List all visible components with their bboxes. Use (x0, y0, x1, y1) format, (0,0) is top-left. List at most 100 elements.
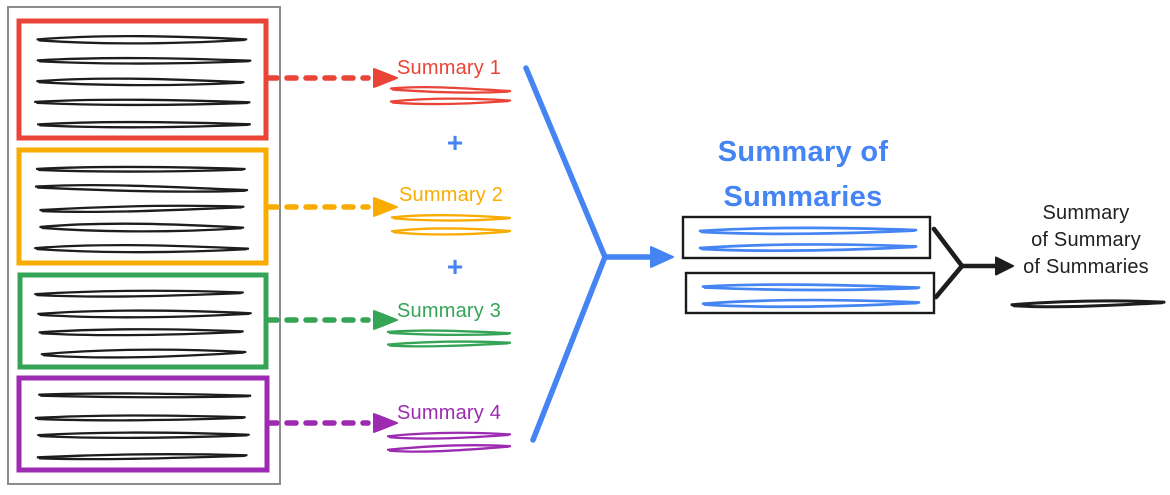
document-2 (16, 147, 269, 266)
document-4-text-scribble (39, 434, 248, 439)
summary-3-arrowhead (373, 310, 398, 330)
summary-4-label: Summary 4 (397, 402, 502, 424)
summary-of-summaries-box-1-outline (681, 215, 932, 260)
summary-2-group (265, 197, 512, 236)
summary-of-summaries-title-line2: Summaries (723, 181, 883, 213)
bracket-top-line (931, 226, 965, 269)
summary-4-scribble (388, 445, 510, 453)
document-2-text-scribble (36, 186, 247, 193)
summary-1-label: Summary 1 (397, 57, 502, 79)
document-4-text-scribble (40, 394, 250, 399)
document-1-text-scribble (35, 101, 249, 106)
document-2-text-scribble (41, 226, 243, 233)
source-documents-outline (7, 6, 281, 485)
document-4-text-scribble (38, 392, 252, 397)
summary-of-summaries-title: Summary of Summaries (653, 130, 953, 220)
summary-4-scribble (386, 444, 512, 451)
document-1-text-scribble (36, 77, 245, 84)
summary-4-scribble (386, 431, 512, 438)
summary-2-scribble (390, 227, 512, 233)
convergence-bottom-line (530, 254, 608, 443)
plus-sign-1: + (446, 127, 464, 158)
final-summary-title-line3: of Summaries (1023, 256, 1149, 278)
convergence-arrowhead (650, 246, 674, 268)
summary-1-scribble (391, 99, 510, 106)
document-4-text-scribble (36, 416, 244, 422)
document-3-text-scribble (40, 348, 247, 356)
final-summary-title: Summary of Summary of Summaries (1000, 200, 1170, 281)
document-1-text-scribble (38, 38, 246, 45)
document-2-text-scribble (34, 183, 249, 192)
summary-of-summaries-title-line1: Summary of (717, 136, 889, 168)
document-3 (17, 272, 269, 370)
plus-sign-2: + (446, 251, 464, 282)
summary-of-summaries-box-2 (684, 271, 936, 315)
summary-2-label: Summary 2 (399, 184, 504, 206)
final-summary-title-line1: Summary (1042, 202, 1130, 224)
document-3-text-scribble (34, 289, 244, 296)
final-summary-title-line2: of Summary (1031, 229, 1141, 251)
summary-of-summaries-box-1 (681, 215, 932, 260)
summary-of-summaries-scribble (701, 298, 921, 306)
summary-1-arrowhead (373, 68, 398, 88)
summary-3-scribble (386, 329, 512, 335)
document-1 (16, 18, 269, 141)
document-2-text-scribble (39, 204, 245, 212)
summary-4-group (265, 413, 512, 453)
summary-of-summaries-box-2-outline (684, 271, 936, 315)
document-1-text-scribble (38, 60, 250, 65)
summary-3-scribble (388, 331, 510, 336)
document-2-text-scribble (39, 222, 245, 229)
summary-of-summaries-scribble (701, 283, 921, 289)
summary-of-summaries-scribble (700, 245, 916, 253)
summary-2-scribble (390, 214, 512, 219)
summary-1-scribble (391, 88, 510, 94)
document-4-text-scribble (37, 431, 250, 437)
summary-3-label: Summary 3 (397, 300, 502, 322)
final-summary-scribble-line (1010, 299, 1166, 307)
document-3-text-scribble (37, 309, 252, 316)
summary-of-summaries-scribble (698, 243, 918, 250)
summary-of-summaries-scribble (700, 229, 916, 236)
summary-2-arrowhead (373, 197, 398, 217)
summary-1-group (265, 68, 512, 106)
document-1-text-scribble (36, 120, 252, 126)
document-4 (16, 375, 270, 473)
summary-3-scribble (388, 342, 510, 348)
bracket-arrowhead (995, 256, 1014, 276)
document-2-text-scribble (34, 243, 250, 250)
summary-4-arrowhead (373, 413, 398, 433)
document-3-text-scribble (40, 330, 242, 337)
summary-1-scribble (389, 85, 512, 93)
convergence-arrow (523, 65, 674, 443)
document-4-text-scribble (36, 453, 248, 459)
convergence-top-line (523, 65, 608, 260)
summary-2-scribble (392, 230, 510, 236)
document-3-text-scribble (39, 312, 250, 319)
summary-3-scribble (386, 340, 512, 346)
summary-of-summaries-scribble (698, 226, 918, 233)
document-1-text-scribble (38, 123, 250, 129)
final-summary-scribble-line (1012, 301, 1164, 309)
final-summary-scribble (1010, 299, 1166, 309)
summary-2-scribble (392, 217, 510, 222)
merge-bracket-arrow (931, 226, 1014, 300)
document-3-text-scribble (36, 291, 242, 298)
document-4-text-scribble (34, 414, 246, 420)
document-1-text-scribble (38, 81, 243, 87)
source-documents-panel (7, 6, 281, 485)
document-1-text-scribble (36, 34, 248, 41)
document-2-text-scribble (41, 206, 243, 214)
document-4-text-scribble (38, 454, 246, 461)
document-3-text-scribble (42, 351, 245, 359)
summary-of-summaries-scribble (703, 286, 919, 292)
summary-3-group (265, 310, 512, 348)
document-2-text-scribble (35, 165, 246, 171)
document-3-text-scribble (38, 328, 244, 334)
summary-1-scribble (389, 97, 512, 103)
document-1-text-scribble (36, 56, 252, 62)
document-2-text-scribble (36, 247, 248, 254)
summary-4-scribble (388, 433, 510, 440)
